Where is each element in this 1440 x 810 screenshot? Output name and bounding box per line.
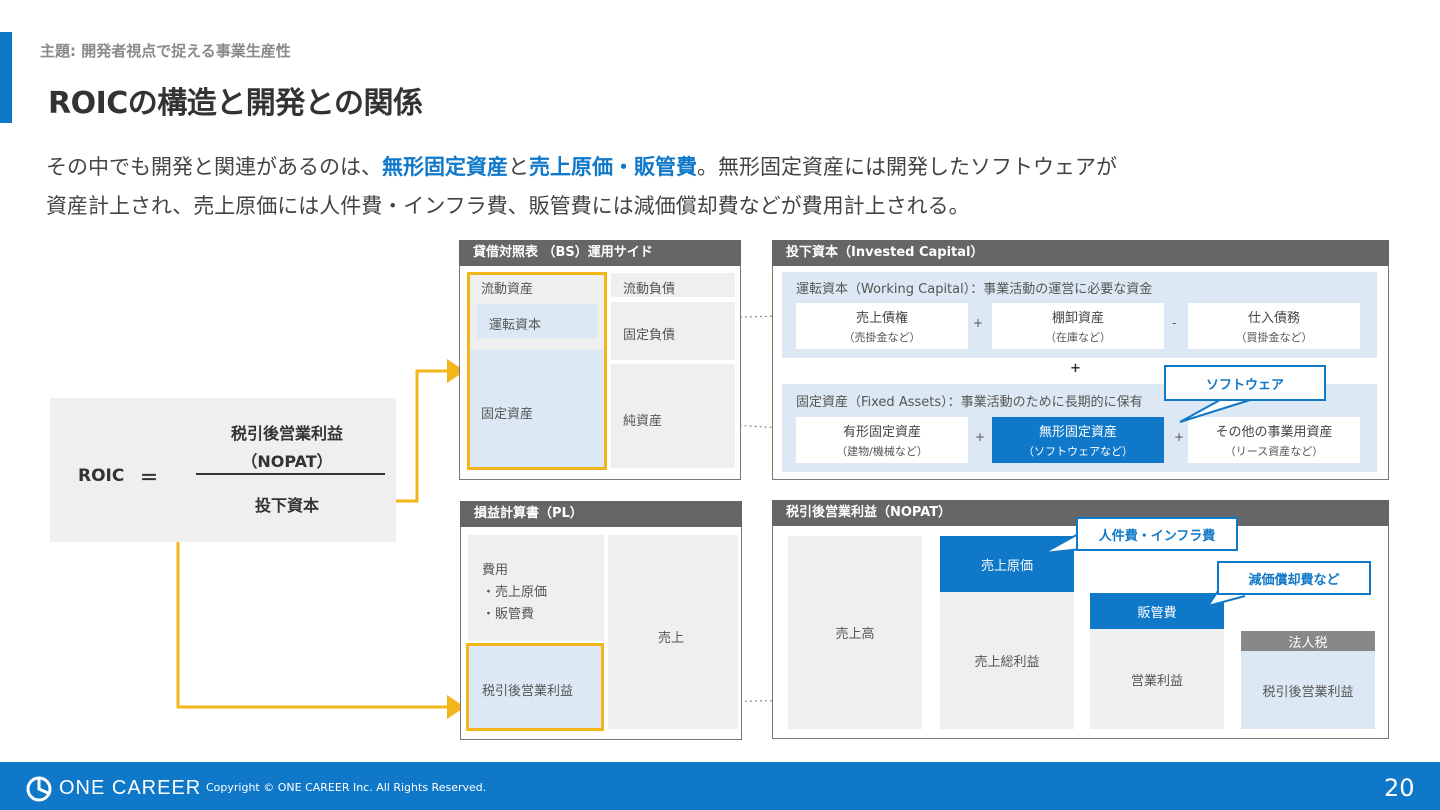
nopat-final: 税引後営業利益 [1241,651,1375,729]
pl-expenses-sga: ・販管費 [482,607,535,622]
topic-label: 主題: 開発者視点で捉える事業生産性 [40,42,291,60]
nopat-revenue: 売上高 [788,536,922,729]
nopat-sga: 販管費 [1090,593,1224,629]
nopat-gross-profit: 売上総利益 [940,592,1074,729]
bs-title: 貸借対照表 （BS）運用サイド [459,240,741,266]
pl-sales: 売上 [658,631,685,646]
pl-highlight-frame [466,643,604,731]
nopat-operating-income: 営業利益 [1090,629,1224,729]
numerator-line1: 税引後営業利益 [230,424,343,443]
equals-sign: ＝ [140,468,158,489]
bs-highlight-frame [467,272,607,470]
fa-item-tangible: 有形固定資産（建物/機械など） [796,417,968,463]
bs-fixed-assets: 固定資産 [481,407,534,422]
wc-item-payables: 仕入債務（買掛金など） [1188,303,1360,349]
nopat-cogs: 売上原価 [940,536,1074,592]
bs-panel: 貸借対照表 （BS）運用サイド 流動資産 運転資本 固定資産 流動負債 固定負債… [459,240,741,480]
bs-net-assets: 純資産 [623,414,663,429]
page-number: 20 [1384,774,1415,802]
numerator-line2: （NOPAT） [241,452,333,471]
lead-text: その中でも開発と関連があるのは、無形固定資産と売上原価・販管費。無形固定資産には… [46,155,1117,218]
nopat-tax: 法人税 [1241,631,1375,651]
pl-title: 損益計算書（PL） [460,501,742,527]
depreciation-callout: 減価償却費など [1217,561,1371,595]
bs-fixed-liabilities: 固定負債 [623,328,676,343]
onecareer-logo-icon [26,776,52,802]
wc-item-inventory: 棚卸資産（在庫など） [992,303,1164,349]
bs-current-assets: 流動資産 [481,282,534,297]
highlight-cogs-sga: 売上原価・販管費 [529,155,697,179]
invested-title: 投下資本（Invested Capital） [772,240,1389,266]
footer-logo-text: ONE CAREER [59,777,202,799]
middle-plus: + [1070,361,1081,376]
formula-box: ROIC ＝ 税引後営業利益 （NOPAT） 投下資本 [50,398,396,542]
fa-item-other: その他の事業用資産（リース資産など） [1188,417,1360,463]
personnel-callout: 人件費・インフラ費 [1076,517,1238,551]
pl-expenses-cogs: ・売上原価 [482,585,548,600]
wc-item-receivables: 売上債権（売掛金など） [796,303,968,349]
footer: ONE CAREER Copyright © ONE CAREER Inc. A… [0,762,1440,810]
software-callout: ソフトウェア [1164,365,1326,401]
highlight-intangible: 無形固定資産 [382,155,508,179]
denominator: 投下資本 [254,496,319,515]
pl-panel: 損益計算書（PL） 費用 ・売上原価 ・販管費 税引後営業利益 売上 [460,501,742,740]
footer-copyright: Copyright © ONE CAREER Inc. All Rights R… [206,781,487,794]
bs-working-capital: 運転資本 [489,318,542,333]
page-title: ROICの構造と開発との関係 [48,86,423,121]
fa-item-intangible: 無形固定資産（ソフトウェアなど） [992,417,1164,463]
pl-expenses-title: 費用 [482,563,509,578]
accent-bar [0,32,12,123]
fraction-bar [196,473,385,475]
software-callout-tail [1179,399,1251,423]
fixed-assets-label: 固定資産（Fixed Assets）：事業活動のために長期的に保有 [796,395,1143,410]
roic-label: ROIC [78,466,125,486]
working-capital-label: 運転資本（Working Capital）：事業活動の運営に必要な資金 [796,282,1153,297]
bs-current-liabilities: 流動負債 [623,282,676,297]
invested-capital-panel: 投下資本（Invested Capital） 運転資本（Working Capi… [772,240,1389,480]
pl-nopat: 税引後営業利益 [482,684,574,699]
